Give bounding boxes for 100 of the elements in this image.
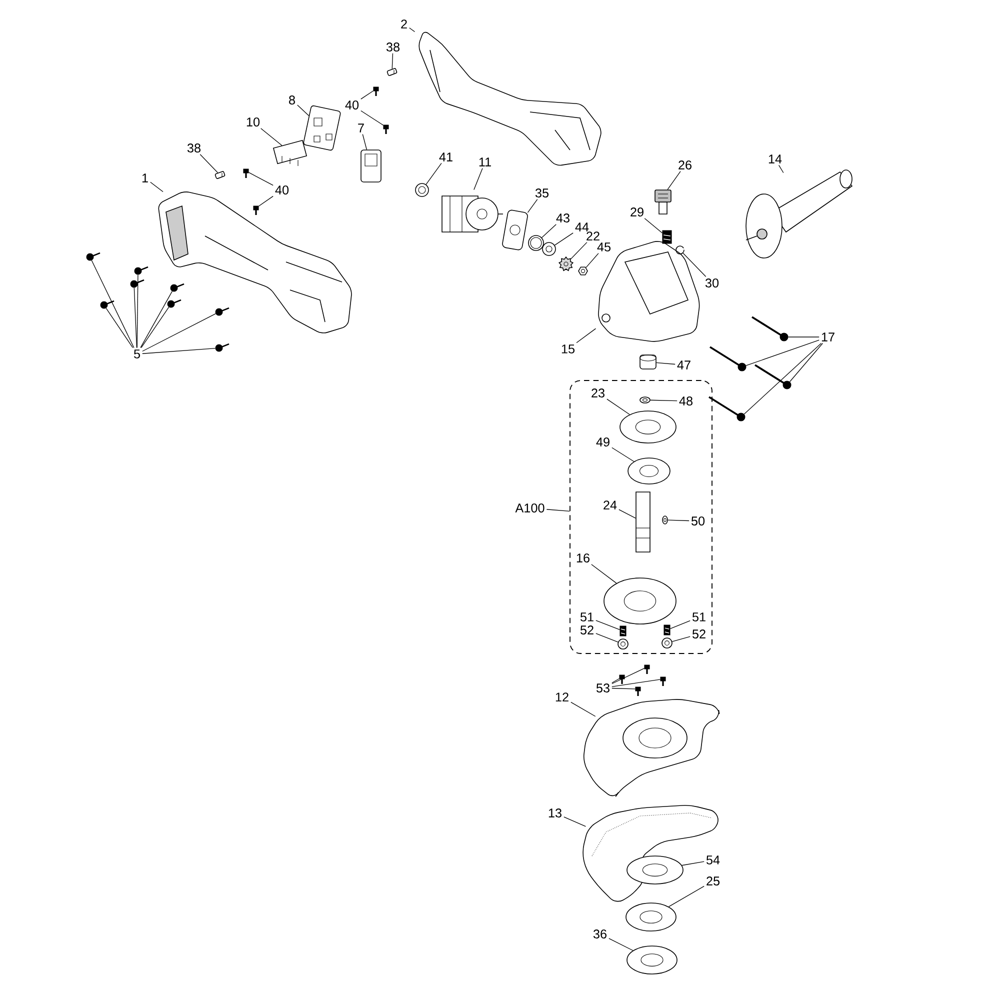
leader-line	[134, 287, 138, 348]
callout-number: 53	[596, 684, 610, 692]
screw-icon	[215, 307, 230, 316]
spindle-drawing	[636, 492, 650, 552]
leader-line	[106, 308, 134, 348]
leader-line	[668, 886, 704, 908]
callout-number: 54	[706, 856, 720, 864]
circuit-board-drawing	[303, 105, 341, 151]
callout-number: 13	[548, 808, 562, 818]
leader-line	[409, 28, 416, 32]
callout-number: 1	[142, 174, 148, 182]
callout-number: 22	[586, 232, 600, 240]
leader-line	[682, 252, 706, 277]
bearing-icon	[415, 183, 429, 197]
callout-number: 52	[580, 626, 594, 634]
callout-number: 38	[187, 144, 200, 152]
armature-drawing	[442, 196, 504, 232]
leader-line	[360, 110, 384, 126]
bearing-drawing	[628, 458, 670, 484]
leader-line	[142, 348, 216, 354]
callout-number: 5	[134, 350, 140, 358]
screw-icon	[383, 124, 389, 134]
callout-number: 14	[768, 154, 782, 164]
pin-icon	[214, 171, 226, 179]
leader-line	[596, 620, 620, 630]
leader-line	[667, 171, 681, 190]
callout-number: 38	[386, 42, 400, 52]
leader-line	[586, 252, 599, 268]
leader-line	[668, 520, 690, 522]
leader-line	[474, 168, 483, 190]
screw-icon	[253, 206, 259, 215]
callout-number: A100	[515, 504, 544, 512]
screw-icon	[752, 316, 788, 342]
leader-line	[606, 398, 630, 415]
callout-number: 25	[706, 876, 720, 886]
leader-line	[596, 633, 618, 642]
bushing-icon	[640, 354, 656, 370]
screw-icon	[167, 299, 182, 308]
callout-number: 17	[822, 332, 834, 342]
spring-icon	[664, 624, 670, 636]
flange-drawing	[626, 902, 676, 932]
leader-line	[612, 668, 645, 684]
leader-line	[672, 636, 690, 642]
housing-half-drawing	[418, 32, 602, 166]
screw-icon	[134, 266, 148, 275]
callout-number: 7	[358, 124, 364, 132]
callout-number: 16	[576, 554, 590, 562]
ring-icon	[640, 396, 650, 404]
washer-icon	[542, 242, 556, 256]
leader-line	[150, 182, 164, 192]
ring-icon	[528, 235, 544, 251]
key-icon	[662, 516, 668, 524]
leader-line	[564, 816, 586, 827]
callout-number: 2	[401, 20, 407, 28]
dashed-group-box	[570, 380, 712, 654]
callout-number: 51	[580, 612, 594, 622]
leader-line	[746, 340, 820, 366]
ball-icon	[618, 638, 628, 650]
leader-line	[618, 509, 636, 519]
callout-number: 40	[275, 186, 289, 194]
screw-icon	[644, 664, 650, 674]
callout-number: 23	[592, 388, 604, 398]
wheel-guard-drawing	[583, 699, 720, 798]
leader-line	[612, 447, 634, 462]
flange-drawing	[604, 578, 676, 624]
switch-drawing	[360, 150, 382, 182]
leader-line	[670, 620, 690, 630]
callout-number: 24	[604, 500, 617, 510]
leader-line	[541, 224, 556, 238]
screw-icon	[619, 674, 625, 684]
leader-line	[91, 260, 134, 348]
leader-line	[546, 509, 570, 512]
leader-line	[612, 688, 636, 690]
callout-number: 8	[289, 96, 295, 104]
callout-number: 50	[691, 516, 705, 526]
callout-number: 12	[556, 692, 568, 702]
leader-line	[789, 342, 824, 382]
leader-line	[200, 154, 218, 174]
cover-drawing	[620, 410, 676, 444]
leader-line	[260, 128, 282, 146]
leader-line	[362, 134, 368, 150]
screw-icon	[708, 396, 746, 422]
leader-line	[656, 362, 676, 365]
leader-line	[576, 328, 596, 344]
leader-line	[788, 336, 820, 338]
screw-icon	[635, 686, 641, 696]
leader-line	[612, 678, 620, 684]
callout-number: 35	[535, 188, 549, 198]
leader-line	[297, 104, 310, 116]
callout-number: 11	[479, 158, 491, 166]
leader-line	[360, 90, 374, 100]
ball-icon	[662, 638, 672, 648]
ring-drawing	[626, 856, 684, 884]
leader-line	[248, 172, 274, 186]
leader-line	[140, 290, 172, 348]
nut-icon	[578, 266, 588, 276]
flange-nut-drawing	[626, 946, 678, 974]
callout-number: 26	[678, 160, 692, 170]
callout-number: 29	[630, 208, 644, 216]
leader-line	[527, 199, 538, 213]
